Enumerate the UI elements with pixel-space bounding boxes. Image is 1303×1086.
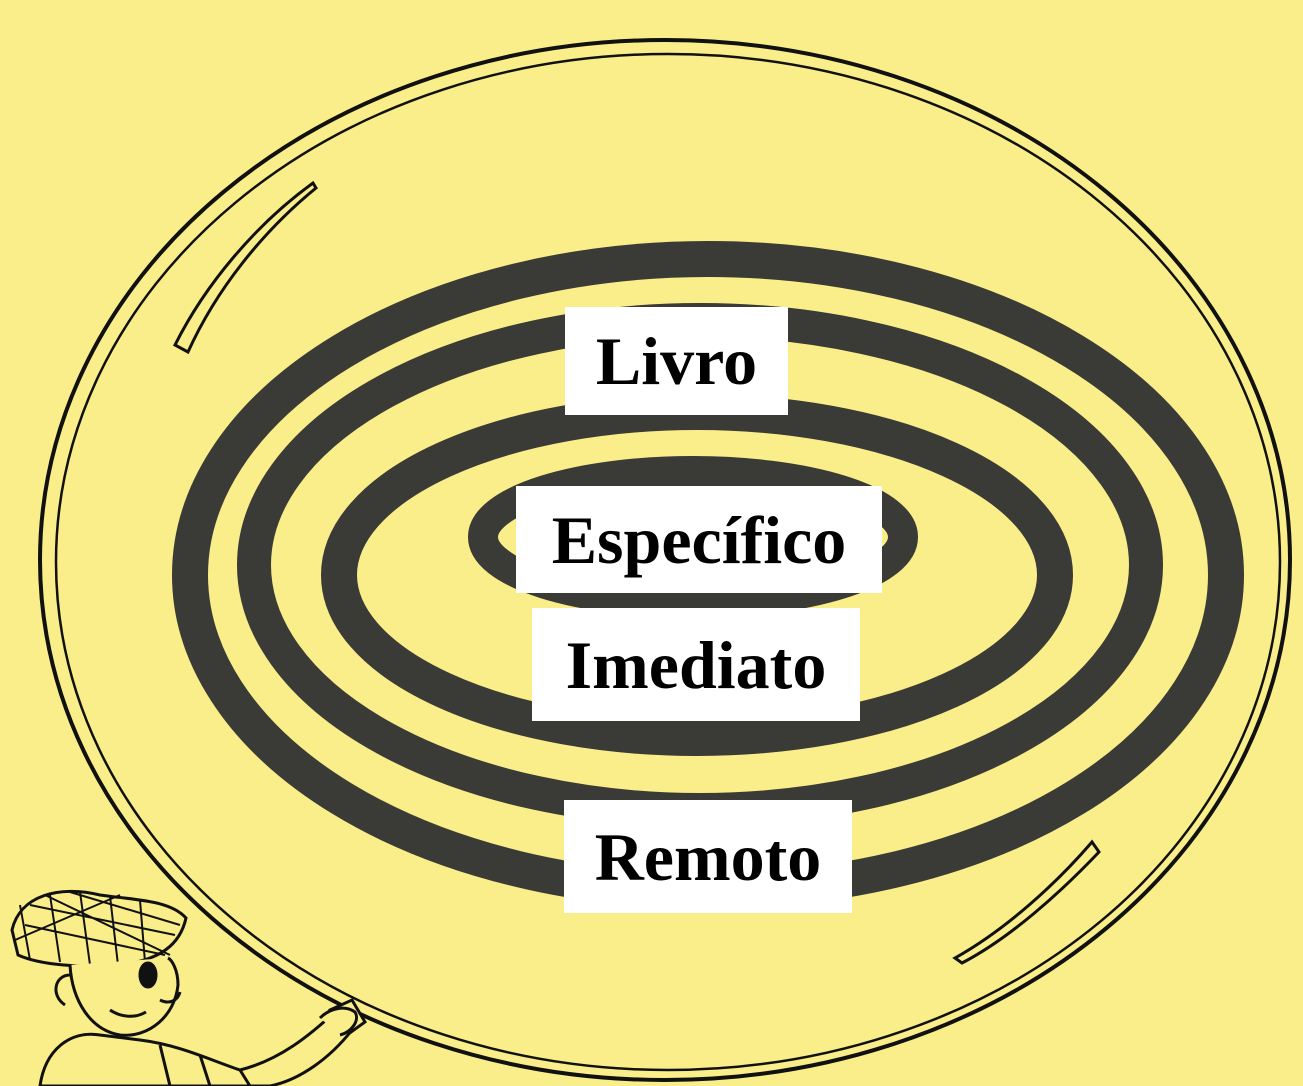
label-especifico: Específico [516, 486, 882, 593]
ring-livro [468, 456, 918, 618]
detective-character-icon [10, 889, 367, 1086]
label-remoto: Remoto [564, 800, 852, 913]
label-imediato: Imediato [532, 608, 860, 721]
label-livro: Livro [565, 307, 788, 415]
magnifying-glass-icon [38, 38, 1292, 1082]
lens-glare-bottom-right [952, 839, 1101, 965]
lens-glare-top-left [173, 180, 318, 355]
